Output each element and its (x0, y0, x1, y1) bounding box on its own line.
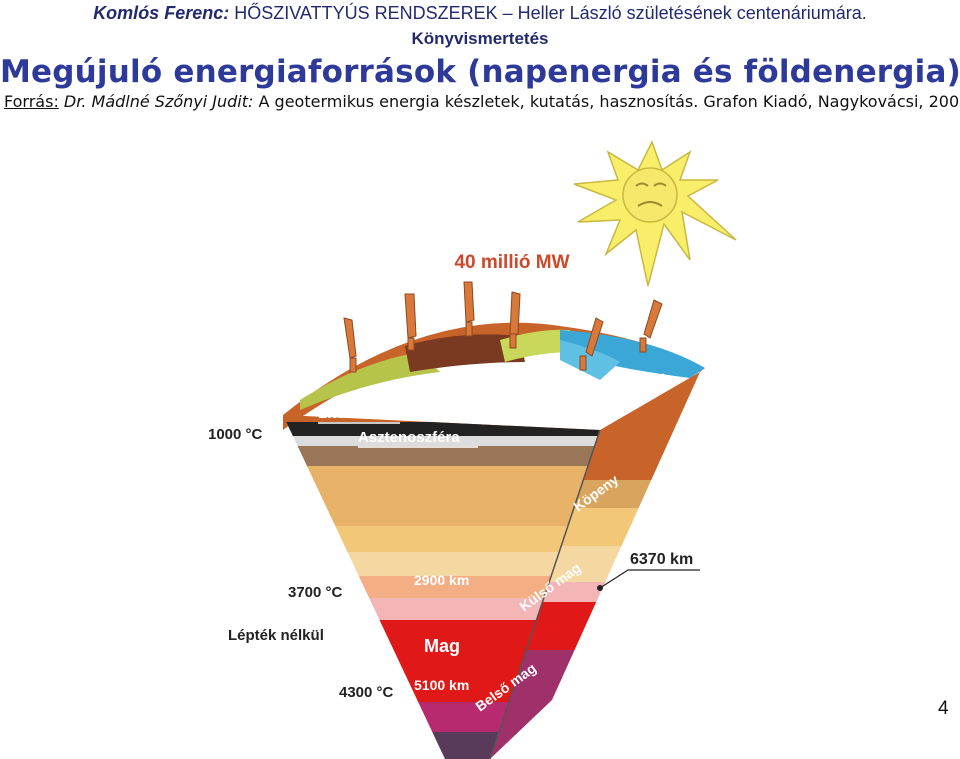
sun-icon (573, 140, 737, 287)
header-subtitle: Könyvismertetés (411, 29, 549, 48)
temp-4300-label: 4300 °C (339, 684, 394, 701)
depth-2900-label: 2900 km (414, 572, 469, 588)
depth-crust-label: 0–100km (370, 384, 433, 401)
asthenosphere-label: Asztenoszféra (358, 429, 460, 446)
source-text: A geotermikus energia készletek, kutatás… (258, 92, 960, 111)
source-citation: Forrás: Dr. Mádlné Szőnyi Judit: A geote… (4, 92, 960, 111)
earth-surface (283, 322, 705, 430)
radius-label: 6370 km (630, 551, 693, 568)
heat-flow-label: 40 millió MW (454, 252, 569, 273)
edge-line (489, 429, 601, 759)
temp-1000-label: 1000 °C (208, 426, 263, 443)
source-author: Dr. Mádlné Szőnyi Judit: (63, 92, 254, 111)
page-number: 4 (938, 698, 949, 719)
lithosphere-label: Litoszféra (318, 405, 390, 422)
page-heading: Megújuló energiaforrások (napenergia és … (0, 54, 960, 90)
depth-5100-label: 5100 km (414, 677, 469, 693)
source-label: Forrás: (4, 92, 59, 111)
no-scale-label: Lépték nélkül (228, 627, 324, 644)
geothermal-wells-icon (343, 281, 663, 373)
temp-3700-label: 3700 °C (288, 584, 343, 601)
header-title-line: Komlós Ferenc: HŐSZIVATTYÚS RENDSZEREK –… (0, 3, 960, 24)
core-label: Mag (424, 636, 460, 656)
header-author: Komlós Ferenc: (93, 3, 230, 23)
header-title: HŐSZIVATTYÚS RENDSZEREK – Heller László … (234, 3, 867, 23)
